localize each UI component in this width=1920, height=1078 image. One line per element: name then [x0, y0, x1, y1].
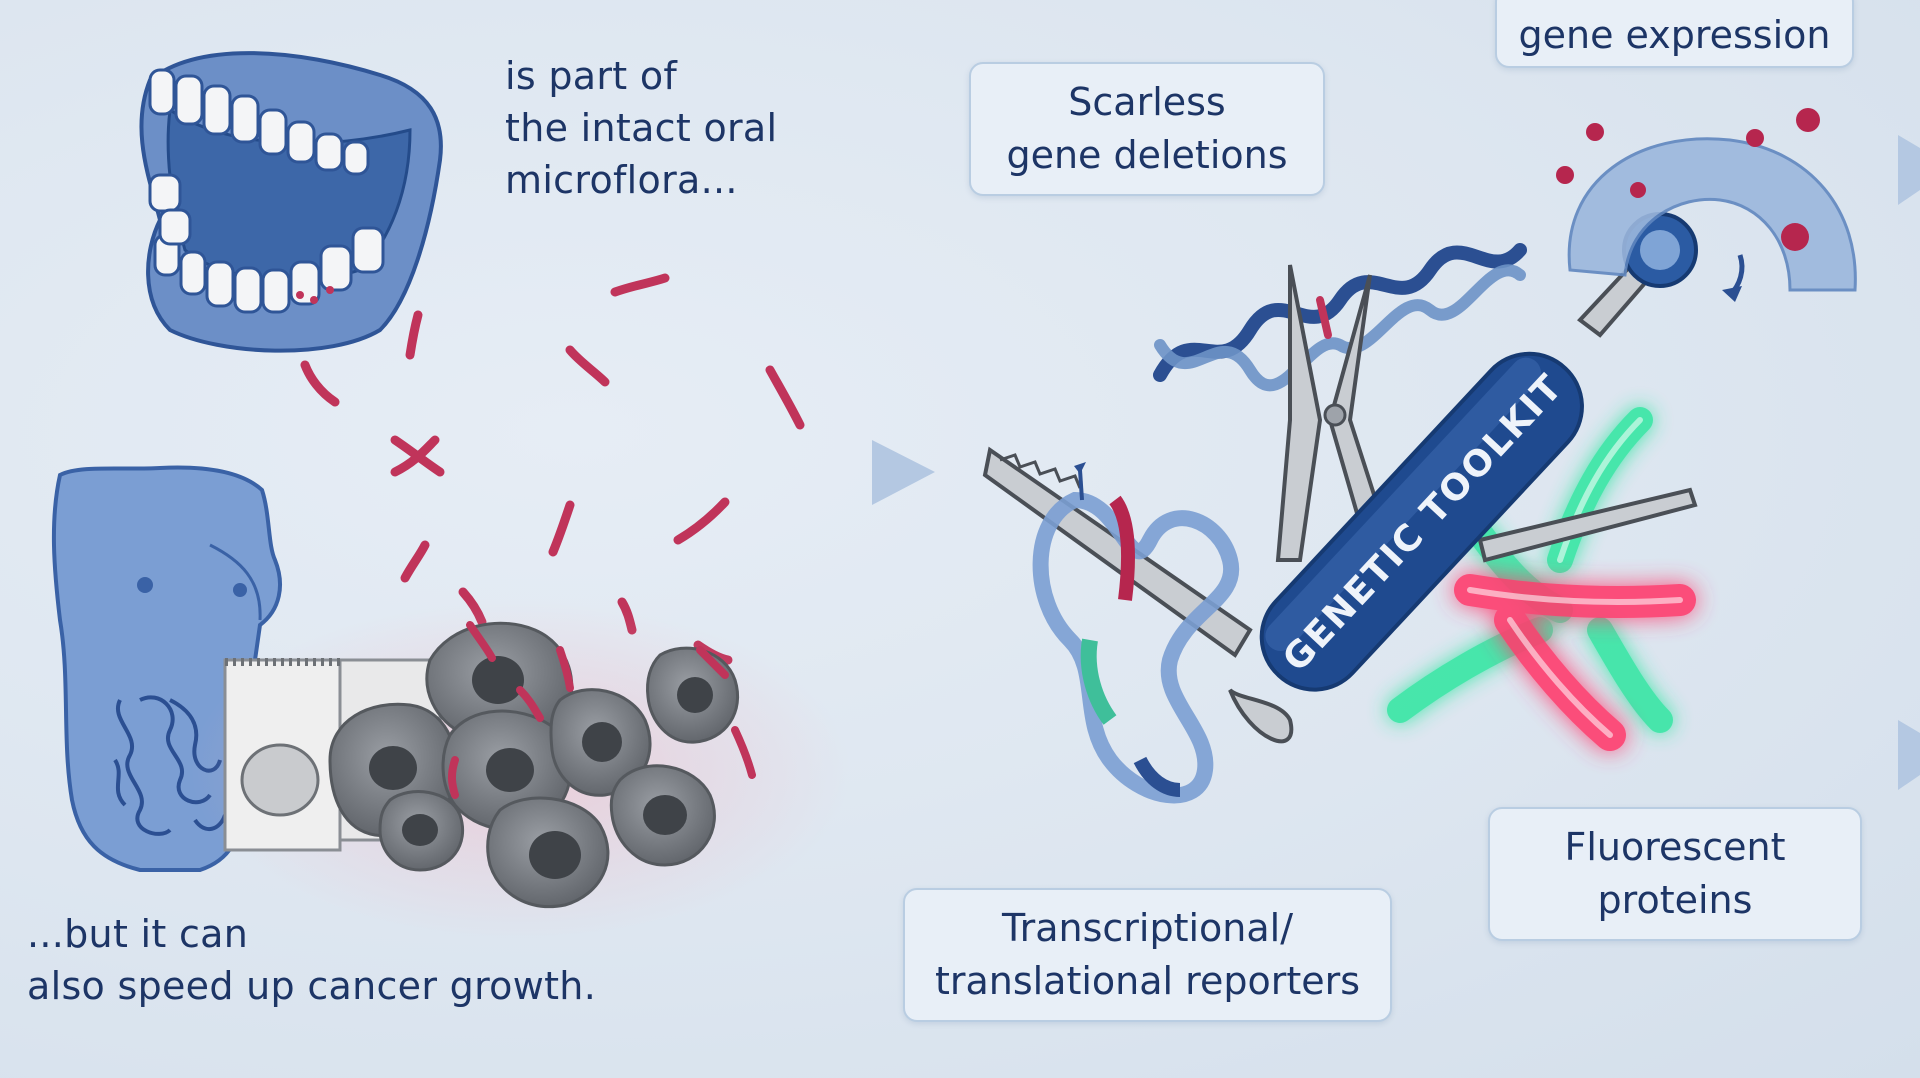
- flow-arrow-icon: [872, 440, 935, 505]
- label-line: proteins: [1597, 878, 1753, 922]
- oral-microflora-caption: is part of the intact oral microflora...: [505, 50, 777, 206]
- open-jaw-teeth-icon: [139, 51, 443, 353]
- fluorescent-proteins-label: Fluorescent proteins: [1488, 807, 1862, 941]
- flow-arrow-icon: [1898, 720, 1920, 790]
- label-line: gene deletions: [1006, 133, 1288, 177]
- caption-line: ...but it can: [27, 912, 249, 956]
- gene-expression-label: gene expression: [1495, 0, 1854, 68]
- caption-line: also speed up cancer growth.: [27, 964, 597, 1008]
- caption-line: the intact oral: [505, 106, 778, 150]
- label-line: Transcriptional/: [1001, 906, 1294, 950]
- label-line: gene expression: [1518, 13, 1831, 57]
- reporters-label: Transcriptional/ translational reporters: [903, 888, 1392, 1022]
- cancer-growth-caption: ...but it can also speed up cancer growt…: [27, 908, 596, 1012]
- bacteria-icon: [1387, 407, 1696, 751]
- dna-helix-icon: [1153, 243, 1527, 392]
- label-line: Fluorescent: [1564, 825, 1786, 869]
- scarless-gene-deletions-label: Scarless gene deletions: [969, 62, 1325, 196]
- tumor-cells-icon: [190, 600, 850, 940]
- label-line: translational reporters: [934, 959, 1361, 1003]
- caption-line: is part of: [505, 54, 678, 98]
- caption-line: microflora...: [505, 158, 738, 202]
- label-line: Scarless: [1068, 80, 1226, 124]
- flow-arrow-icon: [1898, 135, 1920, 205]
